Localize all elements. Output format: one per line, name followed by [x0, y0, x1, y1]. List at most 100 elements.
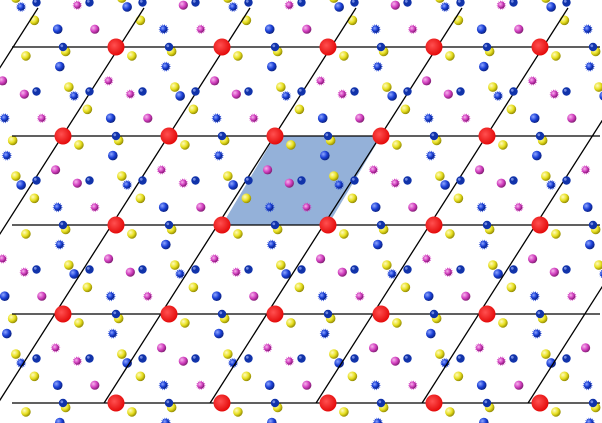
blue-atom — [370, 202, 381, 212]
blue-atom — [582, 380, 593, 391]
blue-atom — [158, 24, 169, 35]
yellow-atom — [233, 51, 243, 61]
edge-atom — [350, 176, 359, 185]
blue-atom — [211, 291, 222, 302]
edge-atom — [535, 309, 545, 319]
blue-atom — [478, 239, 490, 250]
blue-atom — [479, 61, 489, 72]
blue-atom — [228, 180, 238, 190]
edge-atom — [58, 398, 68, 408]
magenta-atom — [142, 291, 153, 302]
yellow-atom — [435, 349, 445, 359]
edge-atom — [562, 354, 571, 363]
blue-atom — [529, 291, 540, 302]
blue-atom — [440, 180, 450, 190]
yellow-atom — [117, 171, 127, 181]
blue-atom — [584, 417, 596, 423]
blue-atom — [320, 150, 330, 161]
magenta-atom — [566, 291, 577, 302]
yellow-atom — [541, 349, 551, 359]
yellow-atom — [11, 171, 21, 181]
magenta-atom — [408, 202, 418, 212]
yellow-atom — [223, 0, 233, 3]
yellow-atom — [559, 193, 570, 204]
blue-atom — [370, 24, 381, 35]
magenta-atom — [125, 89, 136, 100]
magenta-atom — [178, 0, 188, 10]
magenta-atom — [301, 202, 312, 213]
yellow-atom — [29, 371, 40, 382]
lattice-line-slanted — [0, 7, 251, 402]
lattice-point — [372, 127, 390, 145]
lattice-point — [531, 38, 549, 56]
magenta-atom — [90, 380, 100, 390]
edge-atom — [403, 87, 412, 96]
yellow-atom — [127, 407, 137, 417]
yellow-atom — [188, 104, 199, 115]
yellow-atom — [551, 407, 561, 417]
blue-atom — [372, 417, 384, 423]
magenta-atom — [302, 24, 312, 34]
magenta-atom — [407, 24, 418, 35]
blue-atom — [266, 239, 278, 250]
yellow-atom — [329, 349, 339, 359]
yellow-atom — [29, 15, 40, 26]
blue-atom — [105, 113, 116, 123]
edge-atom — [297, 0, 306, 7]
magenta-atom — [474, 342, 485, 353]
yellow-atom — [286, 140, 296, 150]
blue-atom — [281, 269, 291, 279]
edge-atom — [164, 42, 174, 52]
blue-atom — [108, 150, 118, 161]
edge-atom — [217, 309, 227, 319]
magenta-atom — [156, 164, 167, 175]
yellow-atom — [392, 140, 402, 150]
magenta-atom — [19, 267, 30, 278]
magenta-atom — [231, 89, 241, 99]
yellow-atom — [11, 0, 21, 3]
magenta-atom — [36, 113, 47, 124]
lattice-point — [107, 216, 125, 234]
blue-atom — [582, 202, 593, 212]
blue-atom — [370, 380, 381, 391]
blue-atom — [479, 417, 489, 423]
yellow-atom — [347, 15, 358, 26]
magenta-atom — [407, 380, 418, 391]
magenta-atom — [156, 343, 167, 353]
edge-atom — [191, 176, 200, 185]
edge-atom — [111, 131, 121, 141]
edge-atom — [562, 176, 571, 185]
blue-atom — [584, 61, 596, 72]
yellow-atom — [223, 349, 233, 359]
blue-atom — [423, 113, 434, 124]
edge-atom — [456, 87, 465, 96]
edge-atom — [138, 176, 147, 185]
edge-atom — [191, 0, 200, 7]
blue-atom — [2, 328, 12, 339]
yellow-atom — [453, 15, 464, 26]
lattice-line-slanted — [209, 7, 463, 404]
yellow-atom — [7, 135, 18, 146]
yellow-atom — [541, 0, 551, 3]
blue-atom — [373, 239, 383, 250]
blue-atom — [387, 91, 397, 101]
blue-atom — [160, 61, 172, 72]
blue-atom — [214, 328, 224, 339]
edge-atom — [85, 265, 94, 274]
blue-atom — [529, 113, 540, 123]
yellow-atom — [127, 229, 137, 239]
magenta-atom — [355, 113, 365, 123]
edge-atom — [588, 398, 598, 408]
yellow-atom — [233, 229, 243, 239]
lattice-line-slanted — [0, 7, 39, 69]
edge-atom — [562, 87, 571, 96]
blue-atom — [55, 417, 65, 423]
edge-atom — [244, 87, 253, 96]
blue-atom — [267, 417, 277, 423]
edge-atom — [403, 265, 412, 274]
magenta-atom — [315, 254, 326, 264]
magenta-atom — [262, 165, 273, 175]
yellow-atom — [117, 349, 127, 359]
lattice-point — [54, 305, 72, 323]
